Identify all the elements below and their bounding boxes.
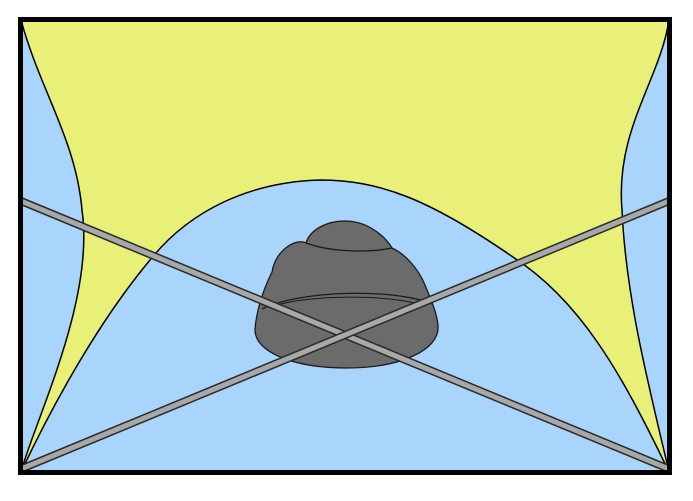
- diagonal-line-bottom-left-to-top-right-fill: [20, 198, 670, 472]
- yellow-region: [20, 19, 670, 473]
- object-body: [254, 220, 439, 369]
- rectangular-frame: [18, 17, 672, 475]
- object-middle-rim-inner: [269, 296, 426, 308]
- object-top-tier-edge: [305, 242, 393, 252]
